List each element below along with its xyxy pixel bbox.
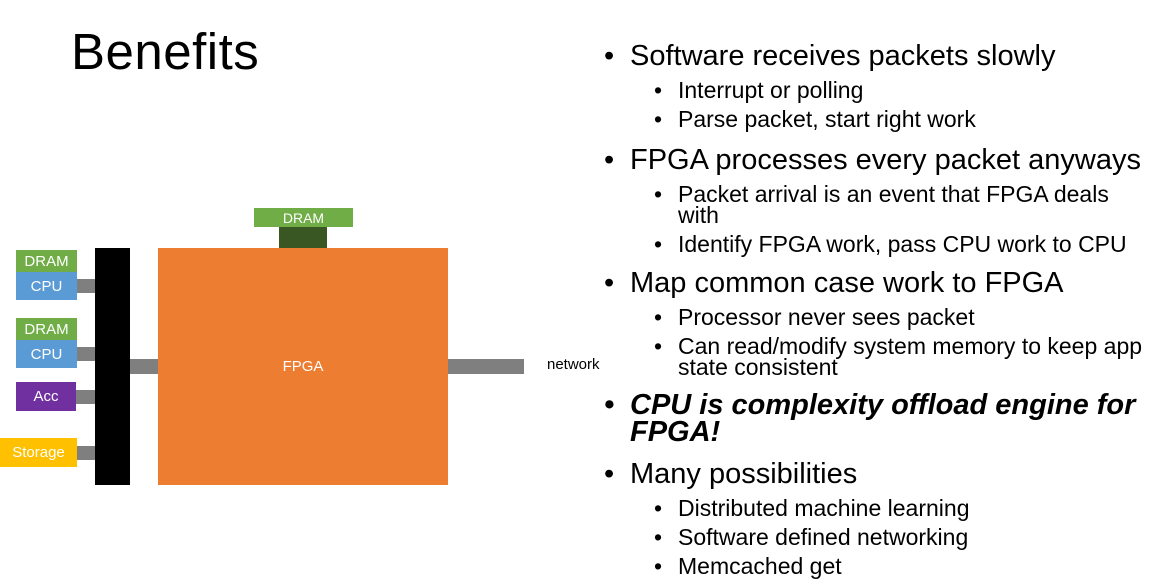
dram-block-1: DRAM xyxy=(16,250,77,272)
network-label: network xyxy=(547,356,600,373)
system-bus xyxy=(95,248,130,485)
fpga-dram-link xyxy=(279,227,327,248)
sub-bullet-item: Parse packet, start right work xyxy=(604,108,1149,131)
cpu-block-2: CPU xyxy=(16,340,77,368)
sub-bullet-item: Interrupt or polling xyxy=(604,79,1149,102)
sub-bullet-item: Packet arrival is an event that FPGA dea… xyxy=(604,183,1149,227)
sub-bullet-item: Can read/modify system memory to keep ap… xyxy=(604,335,1149,379)
bullet-item: Software receives packets slowly xyxy=(604,40,1149,72)
accelerator-block: Acc xyxy=(16,382,76,411)
bullet-item: FPGA processes every packet anyways xyxy=(604,144,1149,176)
fpga-label: FPGA xyxy=(282,358,324,375)
fpga-block: FPGA xyxy=(158,248,448,485)
acc-bus-link xyxy=(76,390,95,404)
bullet-item: Map common case work to FPGA xyxy=(604,267,1149,299)
sub-bullet-item: Memcached get xyxy=(604,555,1149,578)
sub-bullet-item: Identify FPGA work, pass CPU work to CPU xyxy=(604,233,1149,256)
sub-bullet-item: Software defined networking xyxy=(604,526,1149,549)
slide-title: Benefits xyxy=(71,23,260,80)
storage-bus-link xyxy=(77,446,95,460)
bullet-list: Software receives packets slowly Interru… xyxy=(604,40,1149,578)
bus-fpga-link xyxy=(130,359,158,374)
bullet-item-emphasis: CPU is complexity offload engine for FPG… xyxy=(604,391,1149,447)
storage-block: Storage xyxy=(0,438,77,467)
dram-block-2: DRAM xyxy=(16,318,77,340)
cpu1-bus-link xyxy=(77,279,95,293)
cpu2-bus-link xyxy=(77,347,95,361)
sub-bullet-item: Distributed machine learning xyxy=(604,497,1149,520)
cpu-block-1: CPU xyxy=(16,272,77,300)
sub-bullet-item: Processor never sees packet xyxy=(604,306,1149,329)
bullet-item: Many possibilities xyxy=(604,458,1149,490)
fpga-dram-block: DRAM xyxy=(254,208,353,227)
network-link xyxy=(448,359,524,374)
